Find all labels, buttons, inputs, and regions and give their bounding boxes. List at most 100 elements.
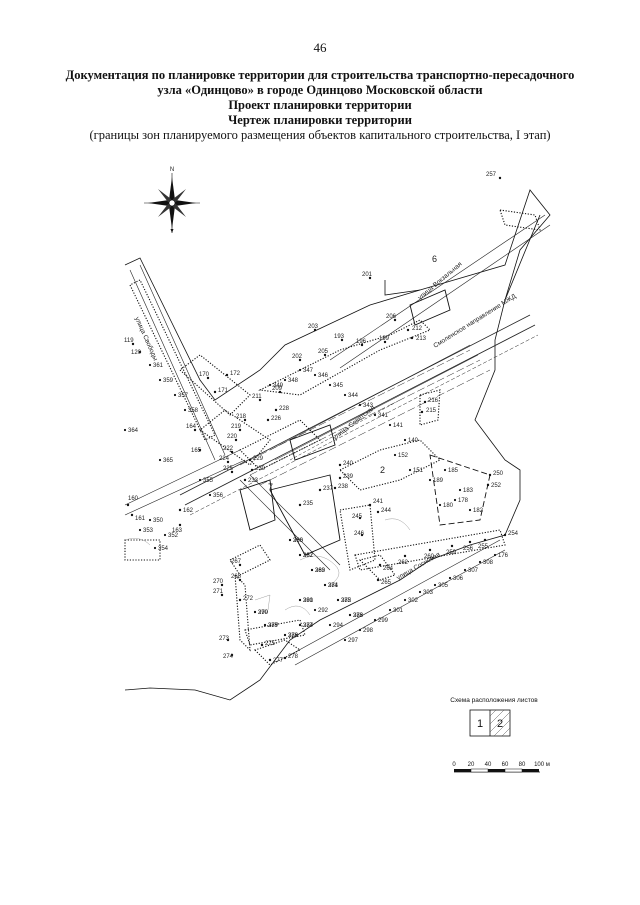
point-label: 257 (486, 172, 497, 178)
point-label: 183 (463, 488, 474, 494)
point-marker (158, 458, 162, 462)
point-label: 347 (303, 368, 314, 374)
point-label: 237 (323, 486, 334, 492)
point-label: 298 (363, 628, 374, 634)
point-label: 120 (131, 350, 142, 356)
point-marker (358, 403, 362, 407)
point-marker (253, 610, 257, 614)
point-marker (208, 493, 212, 497)
point-label: 180 (443, 503, 454, 509)
point-label: 344 (348, 393, 359, 399)
point-marker (373, 413, 377, 417)
point-label: 377 (268, 623, 279, 629)
point-marker (463, 568, 467, 572)
point-label: 307 (468, 568, 479, 574)
point-label: 369 (315, 568, 326, 574)
point-label: 119 (124, 338, 134, 344)
point-label: 301 (393, 608, 404, 614)
point-label: 275 (265, 641, 276, 647)
point-label: 374 (303, 623, 314, 629)
point-marker (328, 383, 332, 387)
point-label: 359 (163, 378, 174, 384)
point-label: 287 (303, 623, 314, 629)
point-label: 205 (318, 349, 329, 355)
point-label: 182 (473, 508, 484, 514)
point-marker (123, 428, 127, 432)
scale-tick-label: 20 (468, 762, 475, 768)
point-label: 284 (328, 583, 339, 589)
point-label: 365 (163, 458, 174, 464)
point-label: 268 (231, 574, 242, 580)
point-label: 228 (279, 406, 290, 412)
point-marker (298, 623, 302, 627)
point-marker (393, 453, 397, 457)
scale-tick-label: 40 (485, 762, 492, 768)
point-label: 264 (383, 566, 394, 572)
point-label: 246 (354, 531, 365, 537)
point-label: 224 (219, 456, 230, 462)
point-label: 165 (191, 448, 202, 454)
point-marker (403, 598, 407, 602)
building-zones (239, 289, 491, 556)
title-line-1: Документация по планировке территории дл… (65, 68, 575, 82)
point-marker (358, 628, 362, 632)
point-label: 346 (318, 373, 329, 379)
point-marker (408, 468, 412, 472)
point-label: 151 (413, 468, 424, 474)
point-label: 216 (428, 398, 439, 404)
point-marker (388, 608, 392, 612)
point-marker (148, 363, 152, 367)
title-line-4: Чертеж планировки территории (228, 113, 412, 127)
point-label: 203 (308, 324, 319, 330)
point-marker (323, 583, 327, 587)
title-line-2: узла «Одинцово» в городе Одинцово Москов… (157, 83, 483, 97)
point-label: 361 (153, 363, 164, 369)
point-label: 271 (213, 589, 224, 595)
title-line-5: (границы зон планируемого размещения объ… (89, 128, 551, 142)
point-label: 376 (288, 633, 299, 639)
point-marker (373, 618, 377, 622)
point-label: 162 (183, 508, 194, 514)
point-label: 196 (356, 339, 367, 345)
point-label: 292 (318, 608, 329, 614)
point-marker (283, 378, 287, 382)
point-label: 213 (416, 336, 427, 342)
zone-number-6: 6 (432, 254, 437, 264)
point-label: 170 (199, 372, 210, 378)
point-label: 343 (363, 403, 374, 409)
point-marker (163, 533, 167, 537)
point-label: 240 (343, 461, 354, 467)
point-marker (438, 503, 442, 507)
point-label: 364 (128, 428, 139, 434)
point-marker (268, 383, 272, 387)
point-label: 176 (498, 553, 509, 559)
point-marker (336, 598, 340, 602)
point-label: 244 (381, 508, 392, 514)
point-marker (298, 368, 302, 372)
point-label: 357 (178, 393, 189, 399)
point-label: 367 (303, 553, 314, 559)
point-label: 289 (268, 623, 279, 629)
point-marker (313, 608, 317, 612)
point-marker (198, 478, 202, 482)
point-label: 235 (303, 501, 314, 507)
scale-tick-label: 0 (452, 762, 456, 768)
point-marker (288, 538, 292, 542)
point-label: 273 (219, 636, 230, 642)
sheet-2-label: 2 (497, 718, 503, 730)
point-label: 278 (288, 654, 299, 660)
point-marker (348, 613, 352, 617)
point-label: 163 (172, 528, 183, 534)
point-label: 256 (463, 546, 474, 552)
point-marker (298, 553, 302, 557)
sheet-layout-scheme: 1 2 (469, 709, 511, 737)
point-label: 233 (248, 478, 259, 484)
point-label: 141 (393, 423, 404, 429)
point-label: 189 (433, 478, 444, 484)
point-label: 280 (293, 538, 304, 544)
point-marker (158, 378, 162, 382)
street-label-vokzalnaya: улица Вокзальная (417, 260, 464, 301)
point-marker (453, 498, 457, 502)
point-marker (388, 423, 392, 427)
point-label: 302 (408, 598, 419, 604)
